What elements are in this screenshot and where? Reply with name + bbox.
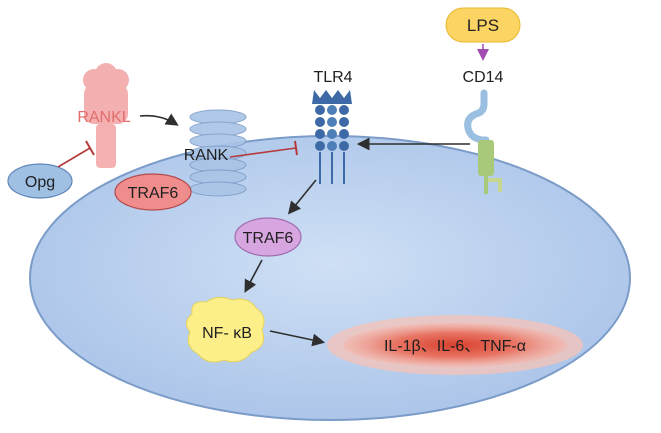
nfkb-node: NF- κB (186, 296, 265, 363)
opg-label: Opg (25, 174, 55, 191)
rankl-protein (83, 63, 129, 168)
tlr4-receptor (312, 90, 352, 184)
cytokines-label: IL-1β、IL-6、TNF-α (384, 338, 526, 355)
lps-node: LPS (445, 7, 521, 43)
nfkb-to-cytokines-arrow (269, 330, 326, 347)
tlr4-inhibits-rank (229, 140, 298, 158)
nfkb-label: NF- κB (202, 325, 252, 342)
tlr4-label: TLR4 (313, 69, 352, 86)
traf6-cytoplasm-node: TRAF6 (234, 217, 302, 257)
rank-label: RANK (184, 147, 229, 164)
cd14-receptor (464, 89, 502, 194)
lps-label: LPS (467, 16, 499, 35)
opg-node: Opg (7, 163, 73, 199)
rankl-to-rank-arrow (139, 113, 179, 126)
rankl-label: RANKL (77, 109, 130, 126)
cd14-label: CD14 (463, 69, 504, 86)
opg-inhibits-rankl (57, 140, 95, 168)
traf6-membrane-node: TRAF6 (114, 173, 192, 211)
cytokines-node: IL-1β、IL-6、TNF-α (327, 315, 583, 375)
traf6-to-nfkb-arrow (244, 259, 263, 293)
traf6-cytoplasm-label: TRAF6 (243, 230, 294, 247)
tlr4-to-traf6-arrow (287, 179, 317, 215)
rank-receptor (189, 109, 247, 197)
cell-body (29, 135, 631, 421)
traf6-membrane-label: TRAF6 (128, 185, 179, 202)
